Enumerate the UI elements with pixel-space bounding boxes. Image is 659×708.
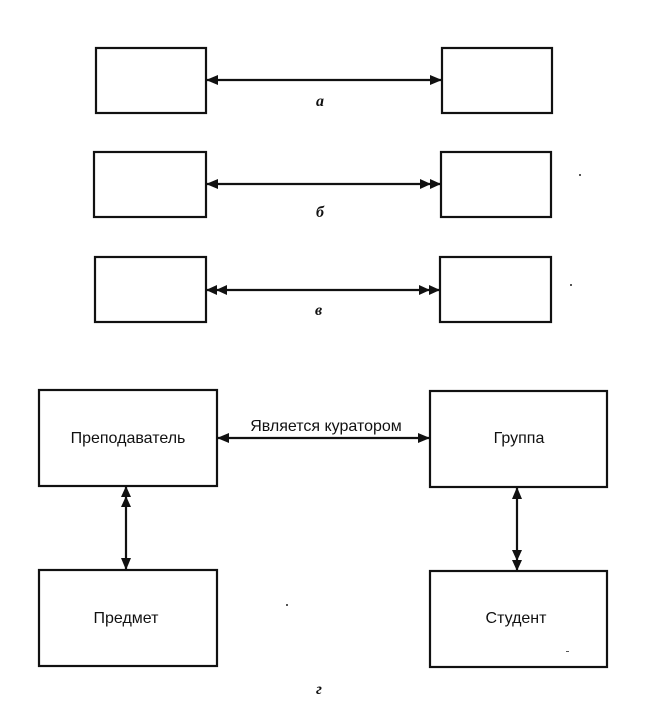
curator-relation-label: Является куратором [250,418,402,435]
panel-c-right-double-arrowhead-inner [419,285,430,295]
panel-a-caption: а [316,93,324,110]
scan-speck [286,604,288,606]
scan-speck [566,651,569,652]
panel-b-left-arrowhead [206,179,218,189]
panel-b-caption: б [316,204,325,221]
panel-a-right-entity [440,46,554,115]
panel-b-left-entity [92,150,208,219]
panel-d-caption: г [316,681,322,698]
group-student-bottom-double-arrowhead-inner [512,550,522,561]
panel-c-left-entity [93,255,208,324]
student-entity [428,569,609,669]
teacher-subject-top-double-arrowhead-outer [121,486,131,497]
panel-a-left-arrowhead [206,75,218,85]
panel-a-left-entity [94,46,208,115]
student-label: Студент [486,610,548,627]
panel-c: в [93,255,553,324]
panel-c-left-double-arrowhead-outer [206,285,217,295]
teacher-subject-bottom-arrowhead [121,558,131,570]
teacher-subject-top-double-arrowhead-inner [121,496,131,507]
subject-label: Предмет [94,610,160,627]
subject-entity [37,568,219,668]
group-student-top-arrowhead [512,487,522,499]
teacher-label: Преподаватель [71,430,186,447]
group-student-bottom-double-arrowhead-outer [512,560,522,571]
scan-speck [570,284,572,286]
panel-a-right-arrowhead [430,75,442,85]
teacher-group-right-arrowhead [418,433,430,443]
panel-c-right-entity [438,255,553,324]
teacher-group-left-arrowhead [217,433,229,443]
panel-b-right-double-arrowhead-outer [430,179,441,189]
panel-c-right-double-arrowhead-outer [429,285,440,295]
scan-specks [286,174,581,652]
panel-d: Преподаватель Группа Предмет Студент Явл… [37,388,609,698]
group-label: Группа [494,430,545,447]
panel-b: б [92,150,553,221]
panel-a: а [94,46,554,115]
group-entity [428,389,609,489]
teacher-entity [37,388,219,488]
panel-b-right-entity [439,150,553,219]
panel-b-right-double-arrowhead-inner [420,179,431,189]
panel-c-caption: в [315,302,322,319]
scan-speck [579,174,581,176]
panel-c-left-double-arrowhead-inner [216,285,227,295]
